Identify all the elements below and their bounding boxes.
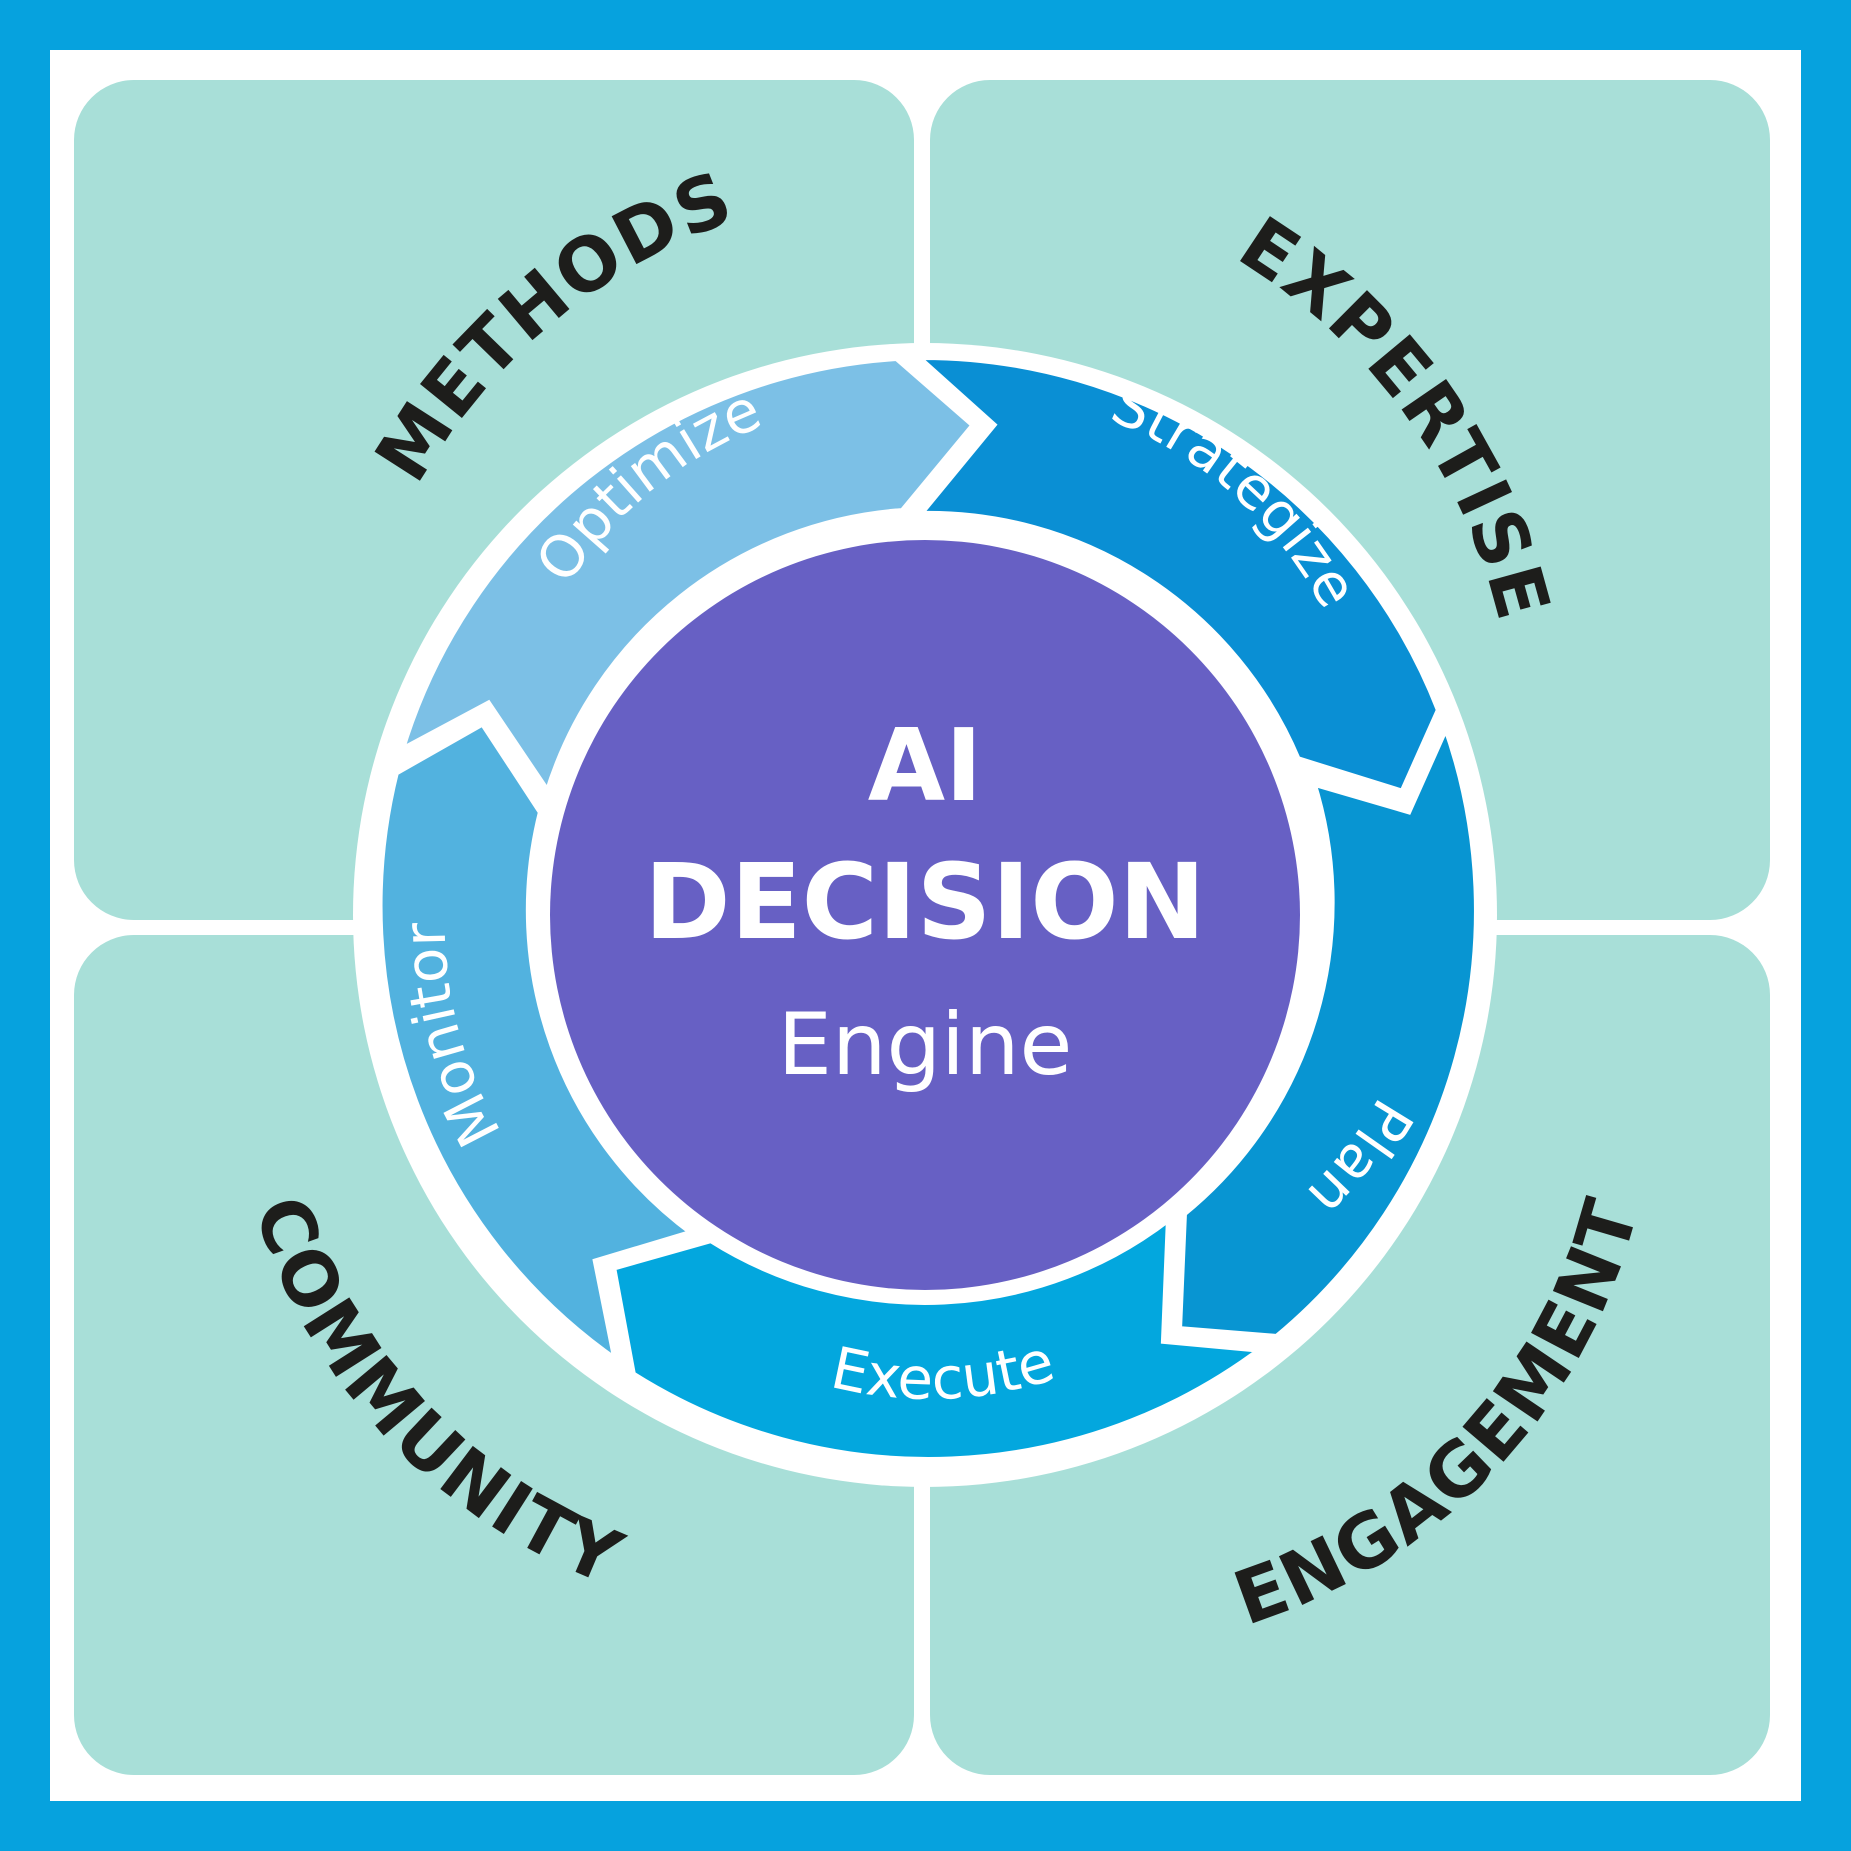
core-line-ai: AI xyxy=(868,707,983,824)
cycle-ring xyxy=(374,351,1482,1465)
segment-optimize xyxy=(393,352,981,804)
segment-strategize xyxy=(904,351,1445,798)
core-line-engine: Engine xyxy=(778,995,1073,1095)
core-disc xyxy=(550,540,1300,1290)
core-line-decision: DECISION xyxy=(644,841,1205,963)
segment-execute xyxy=(607,1208,1274,1465)
segment-monitor xyxy=(374,716,703,1371)
segment-plan xyxy=(1173,714,1482,1343)
